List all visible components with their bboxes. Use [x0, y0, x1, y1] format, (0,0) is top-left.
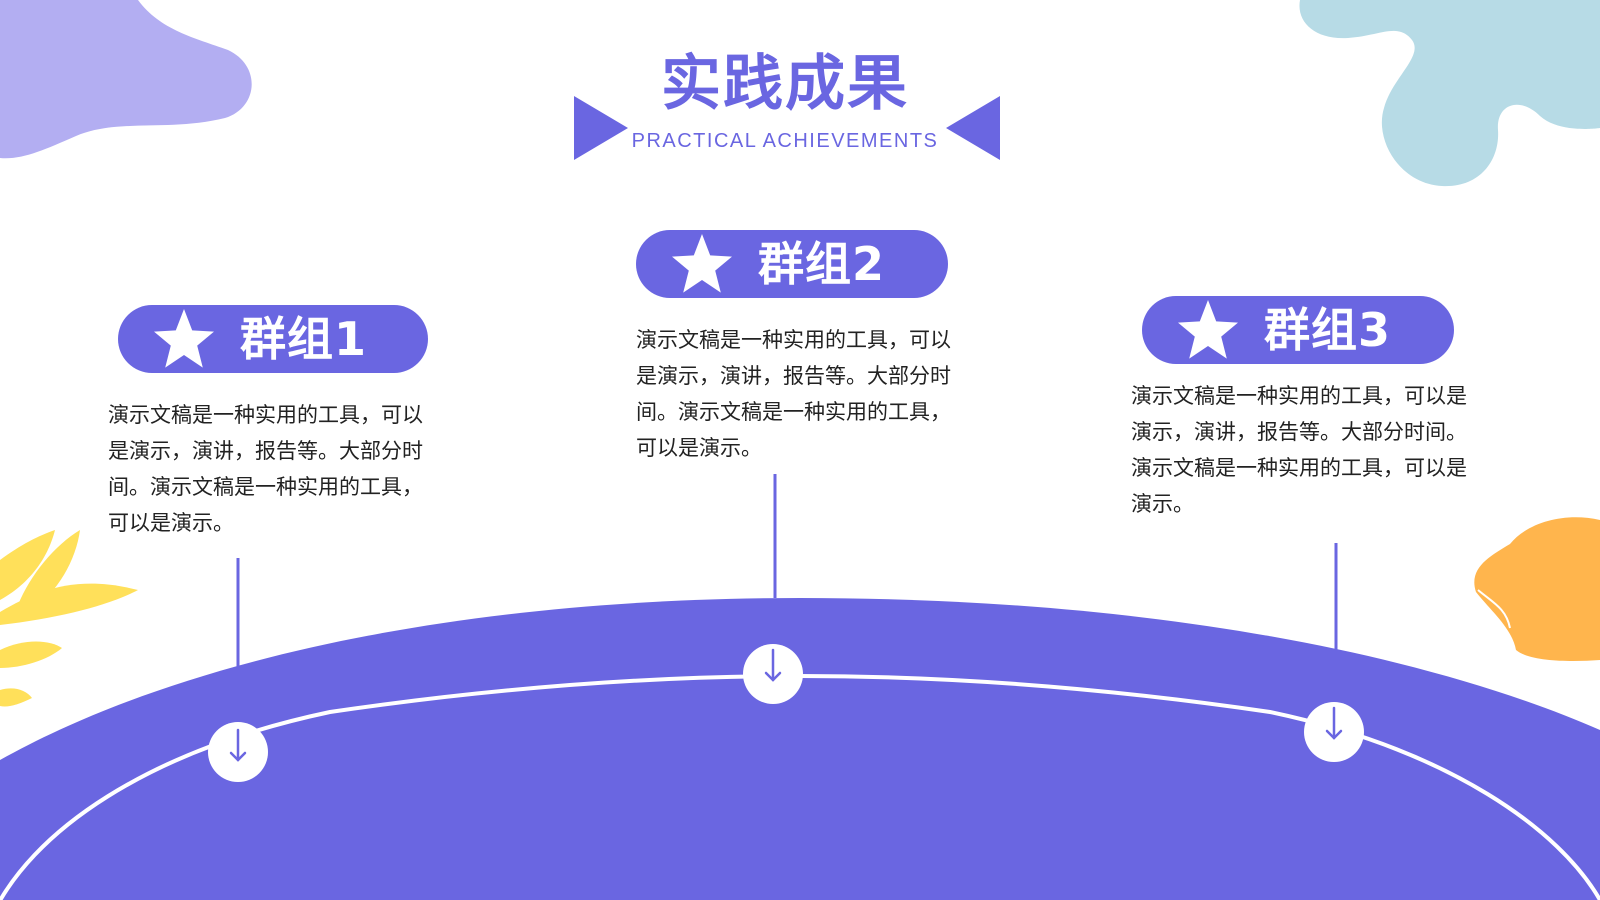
- group-2-pill: 群组2: [636, 230, 948, 298]
- arrow-down-icon: [764, 648, 782, 682]
- group-1-pill: 群组1: [118, 305, 428, 373]
- group-3-pill: 群组3: [1142, 296, 1454, 364]
- star-icon: [1178, 300, 1238, 359]
- star-icon: [672, 234, 732, 293]
- arrow-down-icon: [229, 728, 247, 762]
- page-subtitle: PRACTICAL ACHIEVEMENTS: [631, 130, 939, 152]
- lilac-blob: [0, 0, 252, 159]
- group-2-label: 群组2: [758, 237, 886, 291]
- blue-splash: [1299, 0, 1600, 187]
- purple-dome: [0, 598, 1600, 900]
- timeline-node-3: [1304, 702, 1364, 762]
- group-3-label: 群组3: [1264, 303, 1392, 357]
- header: [560, 40, 1010, 160]
- triangle-right-icon: [574, 96, 628, 160]
- yellow-leaves: [0, 530, 138, 707]
- triangle-left-icon: [946, 96, 1000, 160]
- page-title: 实践成果: [661, 49, 909, 119]
- star-icon: [154, 309, 214, 368]
- group-1-label: 群组1: [240, 312, 368, 366]
- group-1-description: 演示文稿是一种实用的工具，可以是演示，演讲，报告等。大部分时间。演示文稿是一种实…: [108, 403, 423, 535]
- group-3-description: 演示文稿是一种实用的工具，可以是演示，演讲，报告等。大部分时间。演示文稿是一种实…: [1131, 384, 1467, 516]
- orange-blob: [1474, 517, 1600, 661]
- group-2-description: 演示文稿是一种实用的工具，可以是演示，演讲，报告等。大部分时间。演示文稿是一种实…: [636, 328, 951, 460]
- timeline-node-2: [743, 644, 803, 704]
- timeline-node-1: [208, 722, 268, 782]
- arrow-down-icon: [1325, 706, 1343, 740]
